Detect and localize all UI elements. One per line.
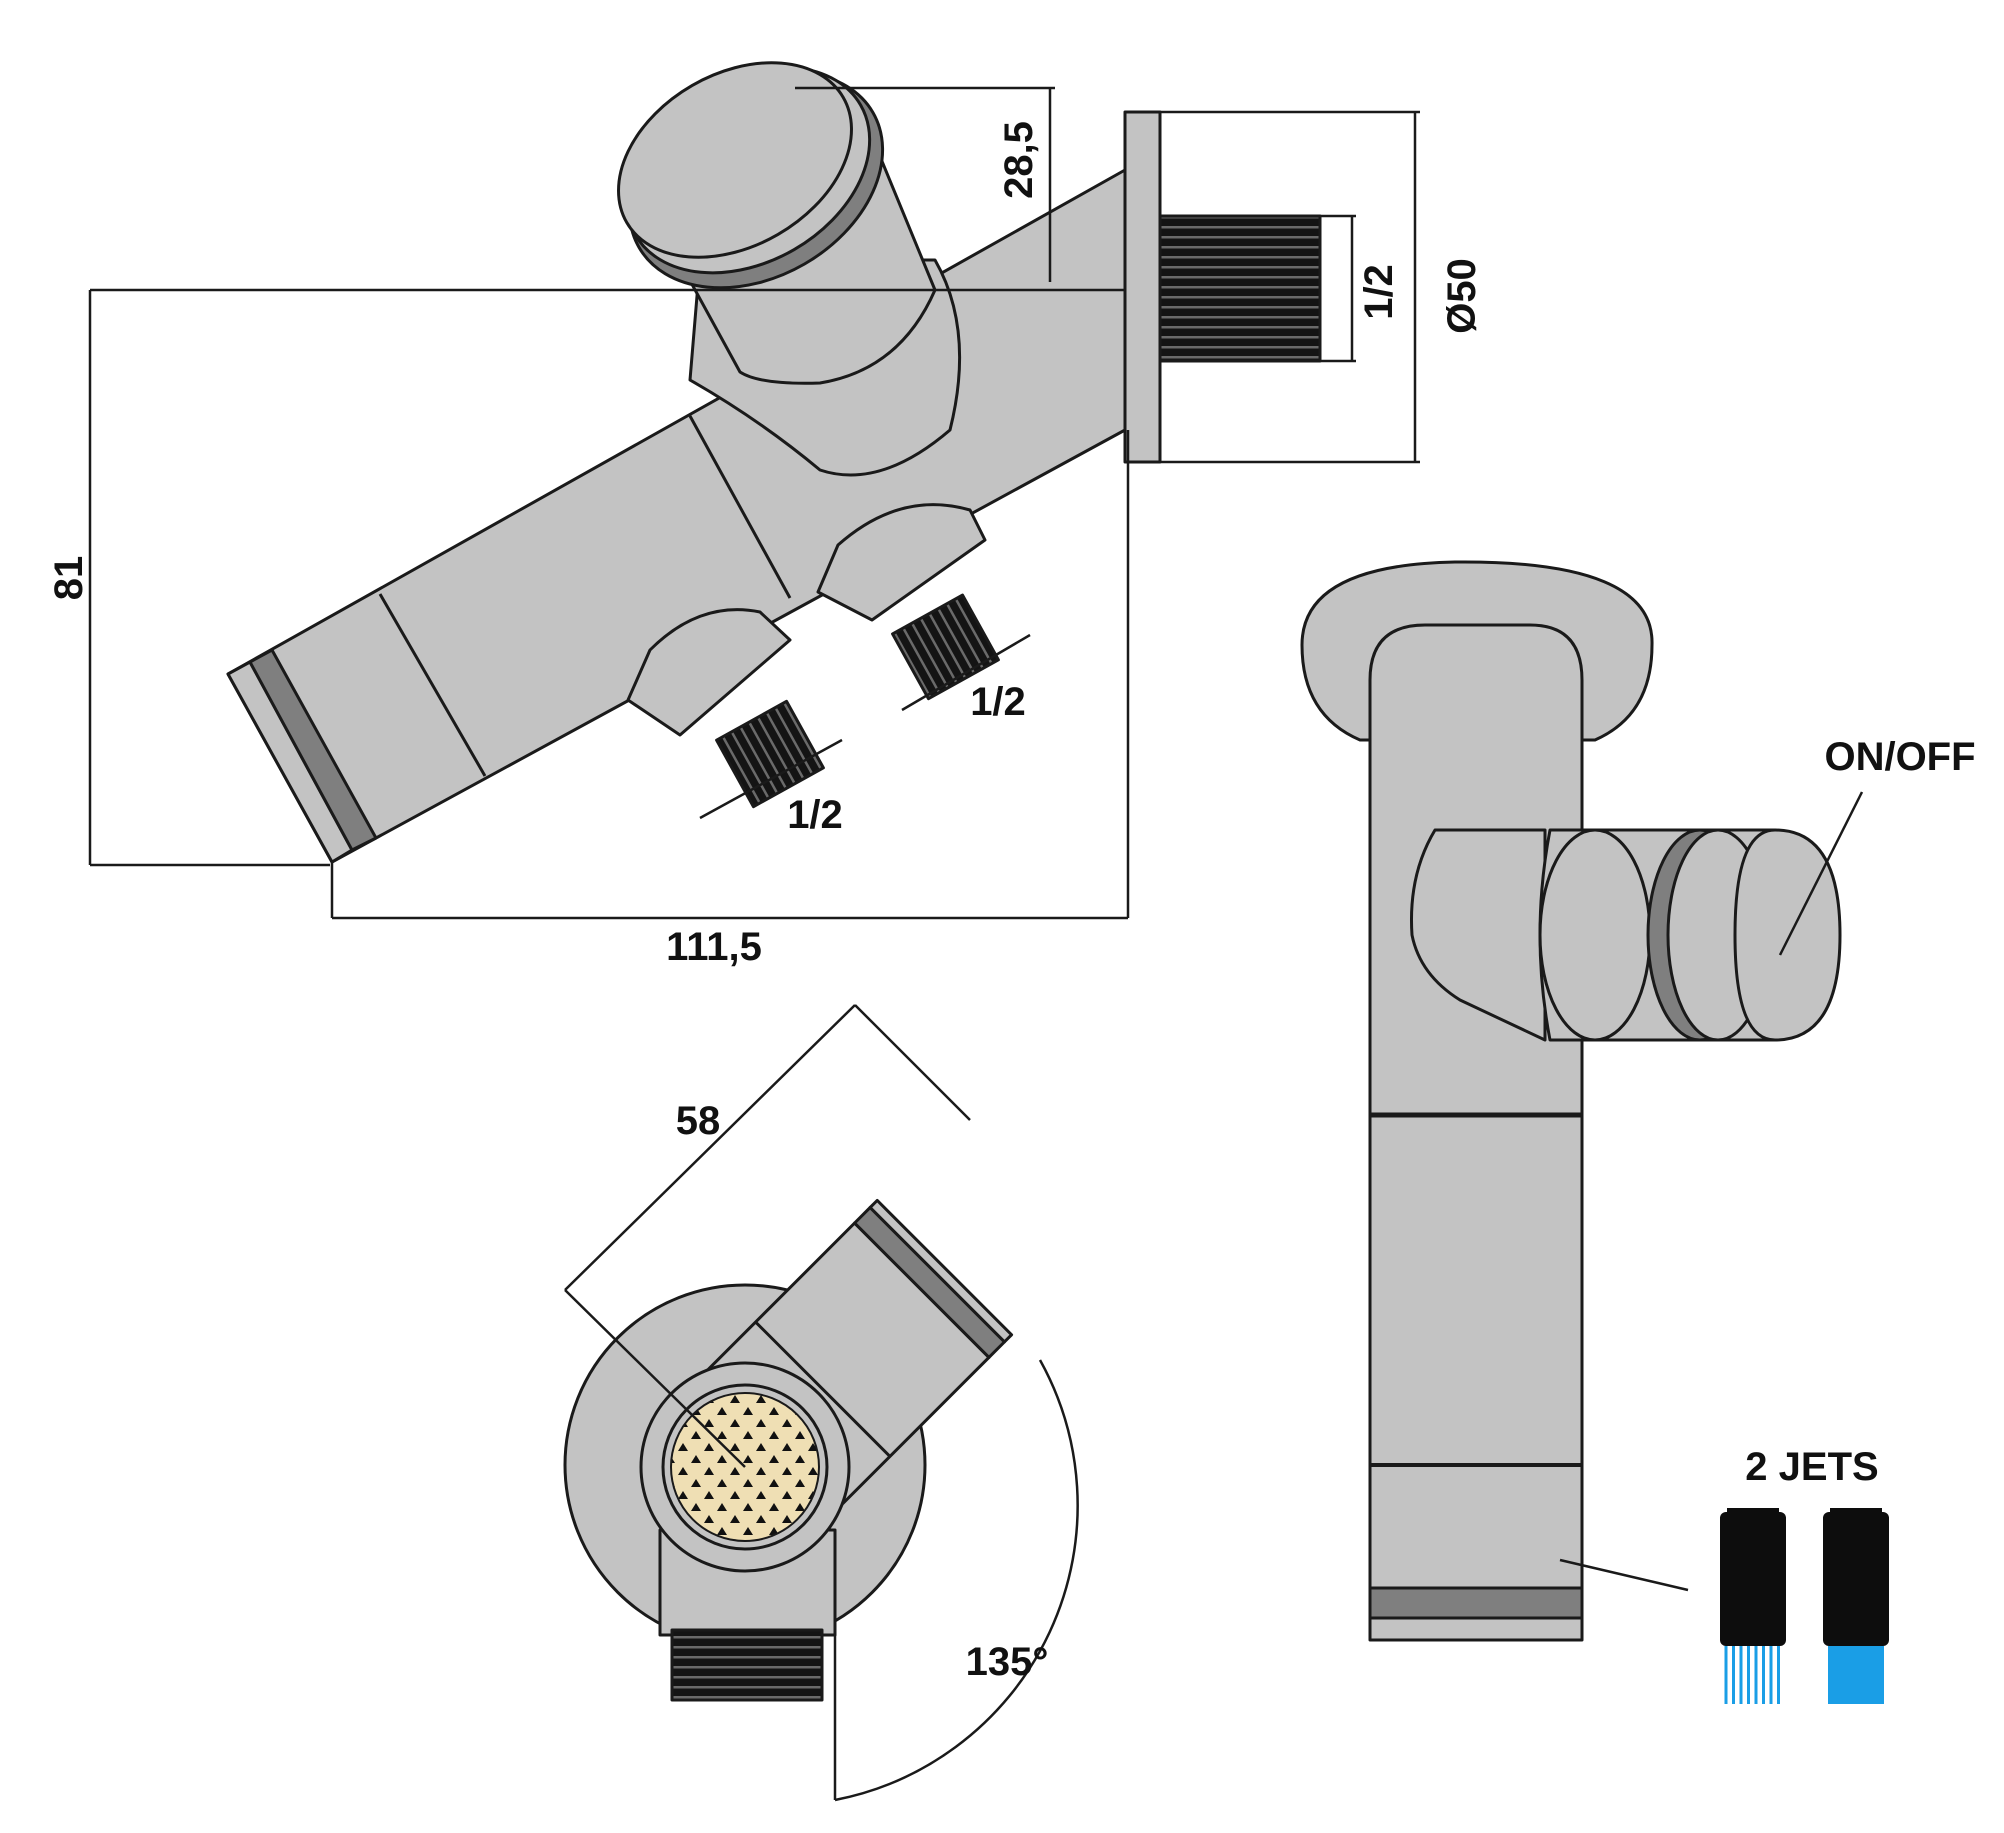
front-view: ON/OFF 2 JETS	[1300, 560, 1976, 1704]
dim-28-5: 28,5	[997, 121, 1041, 199]
front-nozzle-band	[1368, 1586, 1584, 1620]
wall-thread	[1158, 214, 1322, 363]
single-jet-icon	[1823, 1508, 1889, 1704]
left-outlet-stub	[626, 608, 792, 737]
side-view: 81 111,5 28,5 1/2 Ø50 1/2 1/2	[47, 61, 1484, 969]
dim-135: 135°	[966, 1640, 1049, 1684]
front-knob-housing	[1410, 828, 1547, 1042]
on-off-label: ON/OFF	[1824, 735, 1975, 779]
top-view: 58 135°	[563, 1004, 1079, 1802]
dim-81: 81	[47, 556, 91, 601]
side-nozzle-band	[248, 648, 378, 852]
front-body	[1368, 623, 1584, 1642]
wall-flange	[1123, 110, 1162, 464]
dim-111-5: 111,5	[666, 925, 762, 969]
front-knob-face	[1733, 828, 1842, 1042]
angle-arc	[834, 1359, 1079, 1802]
right-outlet-stub	[816, 503, 987, 622]
dimension-lines	[88, 86, 1420, 920]
side-knob-face	[617, 61, 853, 259]
dim-thread-wall: 1/2	[1357, 264, 1401, 320]
dim-thread-outlet-left: 1/2	[787, 793, 843, 837]
top-outlet-thread	[670, 1628, 824, 1702]
multi-jet-icon	[1720, 1508, 1786, 1704]
dim-flange-diameter: Ø50	[1440, 258, 1484, 334]
dim-58: 58	[676, 1099, 721, 1143]
two-jets-label: 2 JETS	[1745, 1445, 1878, 1489]
left-outlet-thread	[715, 699, 825, 809]
dim-thread-outlet-right: 1/2	[970, 680, 1026, 724]
right-outlet-thread	[891, 593, 1000, 701]
